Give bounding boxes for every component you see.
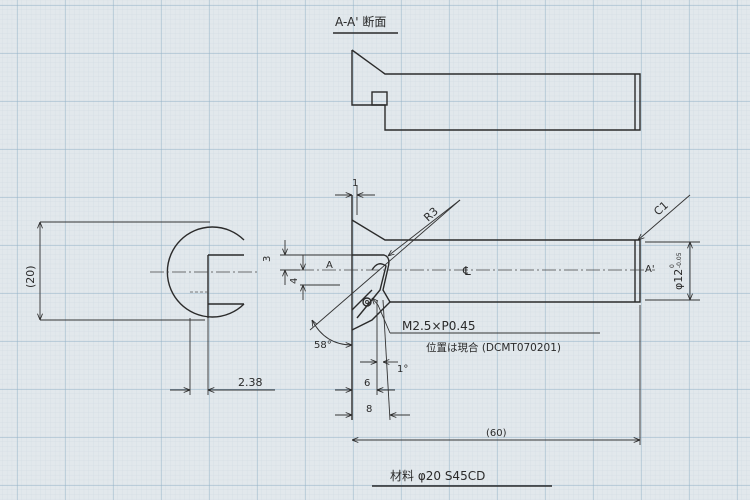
section-mark-a-prime: A': [645, 264, 655, 275]
material-label: 材料 φ20 S45CD: [390, 469, 485, 483]
section-mark-a: A: [326, 260, 333, 271]
dim-4: 4: [289, 278, 300, 284]
dim-6: 6: [364, 378, 370, 389]
tolerance-lower: -0.05: [676, 252, 683, 268]
thread-label: M2.5×P0.45: [402, 319, 475, 333]
dim-1: 1: [352, 178, 358, 189]
dim-length-ref: (60): [486, 428, 507, 439]
tolerance-upper: 0: [669, 264, 676, 268]
angle-1: 1°: [397, 364, 408, 375]
section-view: [333, 32, 641, 131]
section-title: A-A' 断面: [335, 14, 386, 29]
centerline-symbol: ℄: [462, 264, 471, 278]
angle-58: 58°: [314, 340, 332, 351]
dim-2-38: 2.38: [238, 376, 263, 389]
main-view: [280, 185, 700, 487]
dim-height-ref: (20): [24, 265, 37, 288]
dim-3: 3: [262, 256, 273, 262]
diameter-label: φ12: [672, 269, 685, 290]
dim-8: 8: [366, 404, 372, 415]
thread-note: 位置は現合 (DCMT070201): [426, 341, 561, 354]
end-view: [40, 221, 275, 395]
